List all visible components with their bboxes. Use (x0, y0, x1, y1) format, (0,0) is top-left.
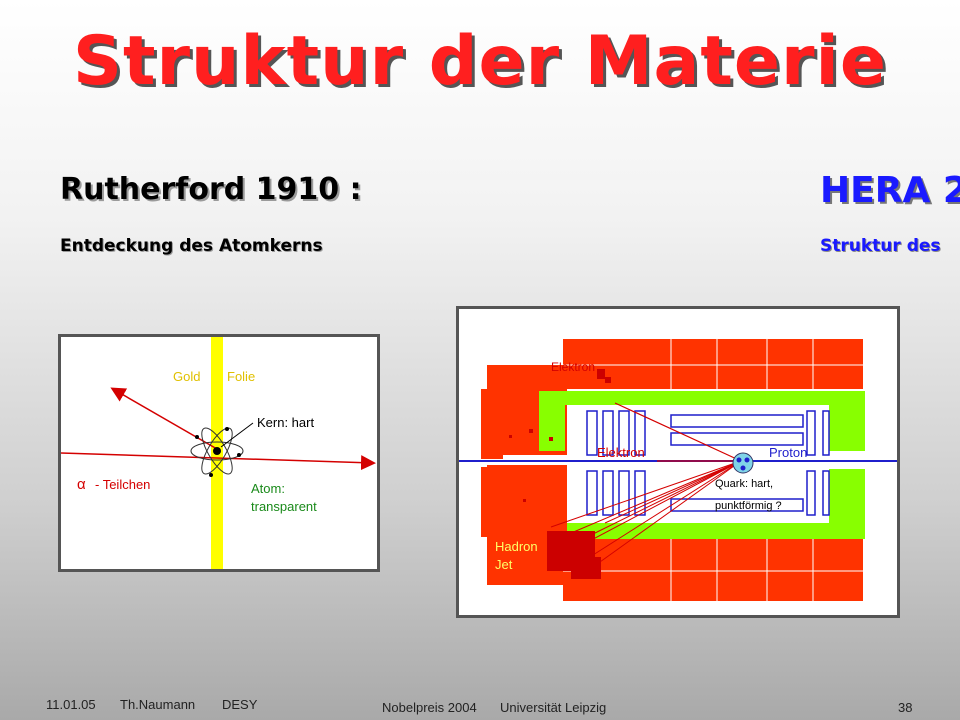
atom-icon (190, 427, 244, 477)
scattered-alpha-arrow (110, 387, 218, 450)
slide-title: Struktur der Materie (73, 22, 887, 101)
footer-org: DESY (222, 697, 258, 712)
energy-deposits (509, 369, 611, 579)
hera-heading: HERA 2 (820, 170, 960, 211)
alpha-label: - Teilchen (95, 477, 150, 492)
rutherford-subheading: Entdeckung des Atomkerns (60, 236, 323, 256)
rutherford-heading: Rutherford 1910 : (60, 172, 362, 207)
label-jet: Jet (495, 557, 513, 572)
hera-subheading: Struktur des (820, 236, 941, 256)
hera-svg: Elektron Elektron Proton Quark: hart, pu… (459, 339, 897, 601)
atom-label-2: transparent (251, 499, 317, 514)
alpha-beam-arrow (60, 452, 376, 471)
label-quark-2: punktförmig ? (715, 500, 782, 512)
footer-university: Universität Leipzig (500, 700, 607, 715)
label-hadron: Hadron (495, 539, 538, 554)
rutherford-svg: Gold Folie Kern: hart α - Teilchen Atom:… (60, 337, 376, 569)
kern-label: Kern: hart (257, 415, 314, 430)
footer-page-number: 38 (898, 700, 913, 715)
rutherford-diagram: Gold Folie Kern: hart α - Teilchen Atom:… (58, 334, 380, 572)
label-elektron-inner: Elektron (597, 445, 645, 460)
tracker-chambers (586, 410, 830, 516)
label-proton: Proton (769, 445, 807, 460)
footer-author: Th.Naumann (120, 697, 196, 712)
foil-label-folie: Folie (227, 369, 255, 384)
hera-event-display: Elektron Elektron Proton Quark: hart, pu… (456, 306, 900, 618)
kern-pointer (220, 422, 254, 448)
electron-track (614, 402, 742, 462)
footer-event: Nobelpreis 2004 (382, 700, 477, 715)
footer-date: 11.01.05 (46, 697, 96, 712)
label-elektron-top: Elektron (551, 360, 595, 374)
proton-icon (732, 452, 754, 474)
calorimeter-grid (563, 339, 863, 601)
atom-label-1: Atom: (251, 481, 285, 496)
label-quark-1: Quark: hart, (715, 478, 773, 490)
foil-label-gold: Gold (173, 369, 200, 384)
alpha-symbol: α (77, 476, 86, 493)
